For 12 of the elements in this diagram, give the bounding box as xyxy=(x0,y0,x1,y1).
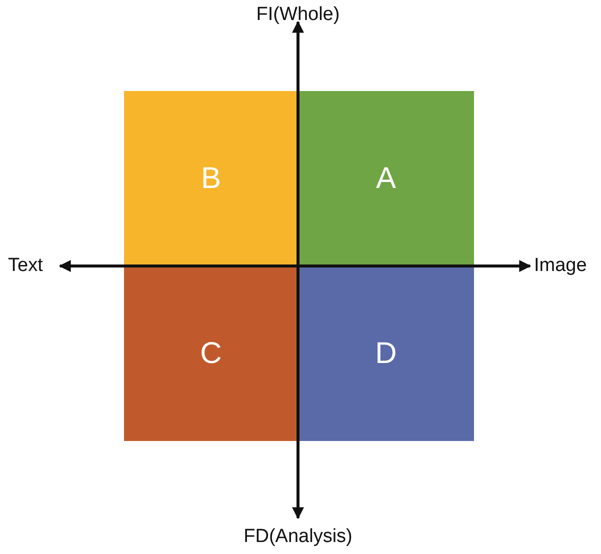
quadrant-box xyxy=(124,266,298,441)
quadrant-letter: A xyxy=(376,162,396,196)
quadrant-box xyxy=(124,91,298,266)
axis-label: Text xyxy=(8,255,43,277)
quadrant-letter: C xyxy=(200,336,222,370)
quadrant-box xyxy=(298,91,474,266)
axis-label: FD(Analysis) xyxy=(244,526,352,548)
axis-label: Image xyxy=(534,255,587,277)
quadrant-box xyxy=(298,266,474,441)
quadrant-letter: B xyxy=(200,162,221,196)
axis-label: FI(Whole) xyxy=(256,4,340,26)
quadrant-letter: D xyxy=(375,336,397,370)
